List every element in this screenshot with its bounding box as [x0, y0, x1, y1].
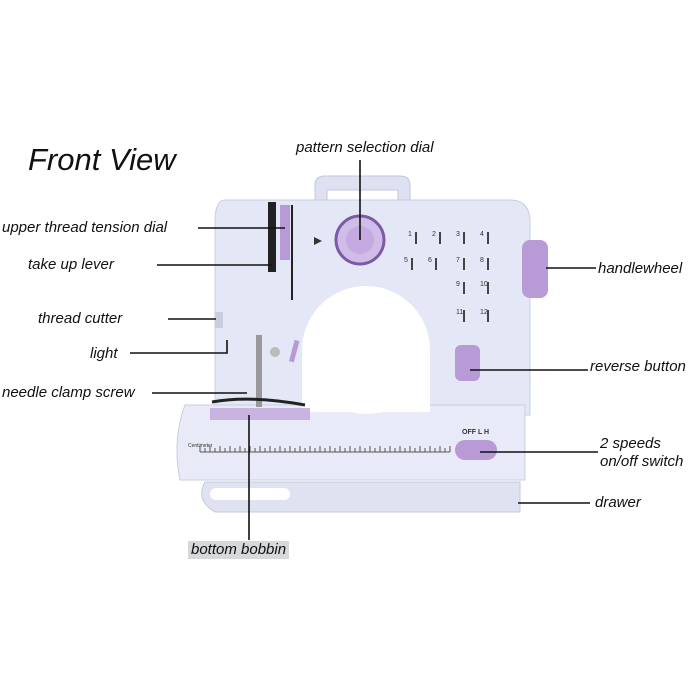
label-needle-clamp-screw: needle clamp screw — [2, 384, 135, 401]
label-speed-switch-line2: on/off switch — [600, 453, 684, 470]
stitch-icon — [463, 232, 465, 244]
label-pattern-selection-dial: pattern selection dial — [296, 139, 434, 156]
machine-base — [176, 404, 526, 481]
stitch-icon — [439, 232, 441, 244]
stitch-icon — [411, 258, 413, 270]
label-upper-thread-tension-dial: upper thread tension dial — [2, 219, 168, 236]
stitch-number: 4 — [480, 231, 484, 238]
label-reverse-button: reverse button — [590, 358, 686, 375]
stitch-number: 7 — [456, 257, 460, 264]
drawer-slot — [210, 488, 290, 500]
stitch-number: 12 — [480, 309, 488, 316]
diagram-title: Front View — [28, 142, 176, 177]
stitch-icon — [487, 232, 489, 244]
stitch-icon — [463, 258, 465, 270]
speed-switch-shape — [455, 440, 497, 460]
stitch-number: 11 — [456, 309, 463, 316]
leader-lines — [130, 160, 598, 540]
label-light: light — [90, 345, 118, 362]
stitch-number: 5 — [404, 257, 408, 264]
stitch-number: 6 — [428, 257, 432, 264]
stitch-icon — [487, 282, 489, 294]
stitch-icon — [463, 282, 465, 294]
handwheel-shape — [522, 240, 548, 298]
stitch-number: 3 — [456, 231, 460, 238]
needle-bar — [256, 335, 262, 407]
thread-cutter-shape — [215, 312, 223, 328]
needle-plate — [210, 408, 310, 420]
ruler-label: Centimeter — [188, 443, 213, 449]
tension-dial-shape — [280, 205, 290, 260]
stitch-number: 1 — [408, 231, 412, 238]
take-up-lever-slot — [268, 202, 276, 272]
stitch-number: 8 — [480, 257, 484, 264]
switch-label: OFF L H — [462, 429, 489, 436]
stitch-icon — [487, 258, 489, 270]
stitch-icon — [463, 310, 465, 322]
stitch-icon — [415, 232, 417, 244]
label-drawer: drawer — [595, 494, 641, 511]
stitch-number: 9 — [456, 281, 460, 288]
label-bottom-bobbin: bottom bobbin — [188, 541, 290, 559]
label-take-up-lever: take up lever — [28, 256, 114, 273]
label-thread-cutter: thread cutter — [38, 310, 123, 327]
stitch-number: 10 — [480, 281, 488, 288]
stitch-icon — [435, 258, 437, 270]
reverse-button-shape — [455, 345, 480, 381]
stitch-icon — [487, 310, 489, 322]
label-speed-switch-line1: 2 speeds — [600, 435, 661, 452]
label-handlewheel: handlewheel — [598, 260, 683, 277]
stitch-number: 2 — [432, 231, 436, 238]
